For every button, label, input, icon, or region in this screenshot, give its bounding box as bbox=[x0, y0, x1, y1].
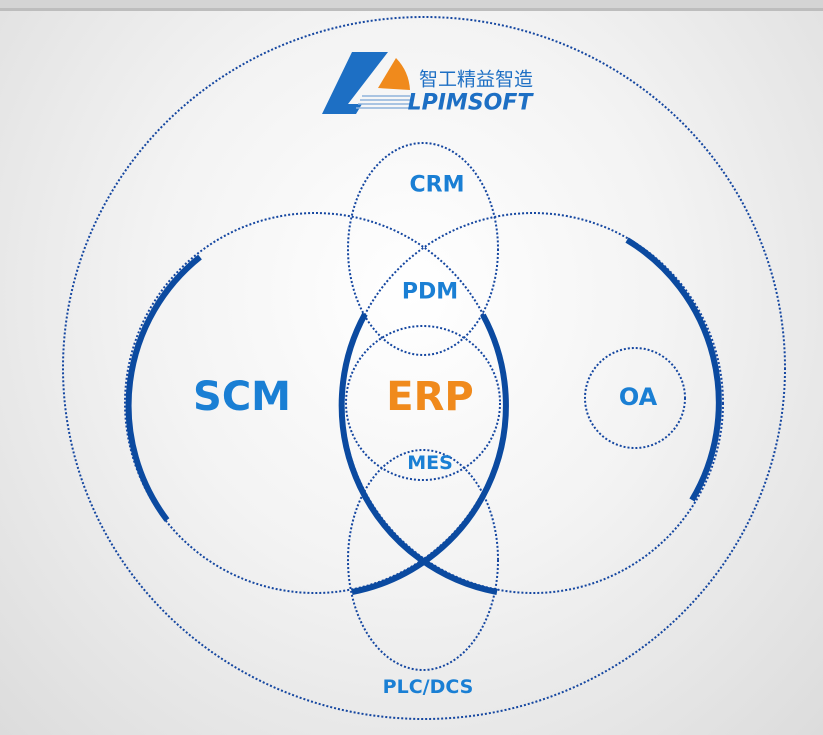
scm-thick-arc-right bbox=[351, 313, 509, 595]
crm-ellipse bbox=[347, 142, 499, 356]
scm-label: SCM bbox=[193, 374, 291, 420]
oa-label: OA bbox=[618, 383, 658, 411]
oa-circle bbox=[584, 347, 686, 449]
oa-thick-arc-right bbox=[625, 237, 722, 502]
oa-thick-arc-left bbox=[338, 312, 498, 595]
scm-thick-arc-left bbox=[125, 254, 202, 522]
logo-mark-orange bbox=[378, 58, 410, 90]
mes-label: MES bbox=[407, 452, 453, 474]
outer-circle bbox=[62, 16, 786, 720]
erp-circle bbox=[345, 325, 501, 481]
logo-chinese-text: 智工精益智造 bbox=[418, 68, 534, 91]
pdm-label: PDM bbox=[401, 279, 459, 305]
logo bbox=[322, 52, 410, 114]
plc-dcs-label: PLC/DCS bbox=[382, 676, 474, 698]
window-top-bar bbox=[0, 0, 823, 11]
plc-ellipse bbox=[347, 449, 499, 671]
crm-label: CRM bbox=[409, 172, 465, 198]
erp-label: ERP bbox=[386, 374, 474, 420]
logo-mark-blue bbox=[322, 52, 388, 114]
logo-brand-text: LPIMSOFT bbox=[407, 90, 533, 116]
